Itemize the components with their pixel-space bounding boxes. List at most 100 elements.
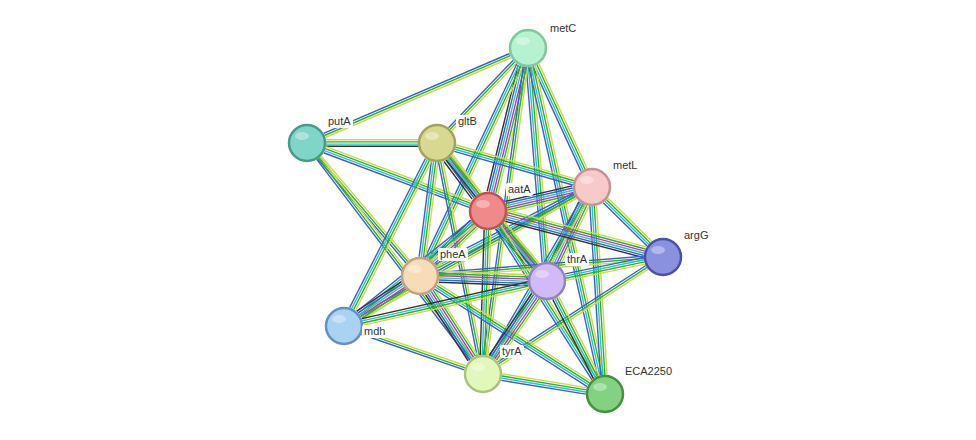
- node-circle: [400, 256, 440, 296]
- node-circle: [287, 123, 327, 163]
- protein-node: metC: [508, 28, 548, 68]
- evidence-strand: [531, 67, 547, 262]
- evidence-strand: [493, 296, 535, 358]
- node-label: gltB: [456, 115, 479, 128]
- evidence-strand: [363, 286, 529, 323]
- node-label: tyrA: [500, 345, 524, 358]
- protein-node: metL: [572, 167, 612, 207]
- node-label: metL: [611, 159, 639, 172]
- evidence-strand: [508, 211, 646, 247]
- node-highlight: [593, 383, 607, 391]
- evidence-strand: [326, 141, 418, 142]
- evidence-strand: [566, 264, 645, 280]
- evidence-strand: [449, 60, 514, 128]
- interaction-edge: [439, 271, 528, 285]
- evidence-strand: [590, 206, 601, 375]
- node-highlight: [580, 176, 594, 184]
- node-disc: [529, 263, 565, 299]
- evidence-strand: [608, 198, 652, 241]
- evidence-strand: [360, 287, 404, 316]
- node-highlight: [471, 363, 485, 371]
- interaction-edge: [495, 225, 597, 380]
- protein-node: argG: [643, 237, 683, 277]
- interaction-edge: [603, 198, 652, 246]
- evidence-strand: [439, 162, 478, 356]
- interaction-edge: [326, 140, 418, 147]
- interaction-edge: [434, 283, 591, 386]
- node-highlight: [476, 200, 490, 208]
- interaction-edge: [590, 206, 607, 375]
- evidence-strand: [362, 282, 528, 319]
- node-highlight: [425, 132, 439, 140]
- evidence-strand: [496, 299, 538, 361]
- node-label: ECA2250: [623, 365, 674, 378]
- node-highlight: [516, 37, 530, 45]
- evidence-strand: [507, 213, 645, 249]
- node-circle: [508, 28, 548, 68]
- evidence-strand: [498, 300, 540, 362]
- node-disc: [645, 239, 681, 275]
- node-disc: [587, 376, 623, 412]
- node-disc: [419, 125, 455, 161]
- evidence-strand: [555, 298, 596, 377]
- interaction-edge: [362, 282, 529, 325]
- node-circle: [463, 354, 503, 394]
- interaction-edge: [533, 64, 587, 171]
- evidence-strand: [507, 215, 645, 251]
- evidence-strand: [501, 380, 586, 394]
- evidence-strand: [326, 139, 418, 140]
- node-circle: [417, 123, 457, 163]
- evidence-strand: [495, 297, 537, 359]
- protein-node: thrA: [527, 261, 567, 301]
- evidence-strand: [456, 145, 574, 179]
- node-circle: [572, 167, 612, 207]
- protein-node: ECA2250: [585, 374, 625, 414]
- evidence-strand: [361, 334, 464, 370]
- node-highlight: [408, 265, 422, 273]
- protein-node: tyrA: [463, 354, 503, 394]
- node-circle: [527, 261, 567, 301]
- node-label: pheA: [438, 248, 468, 261]
- evidence-strand: [495, 229, 592, 380]
- protein-node: aatA: [468, 191, 508, 231]
- evidence-strand: [455, 149, 573, 183]
- evidence-strand: [559, 296, 600, 375]
- node-highlight: [651, 246, 665, 254]
- evidence-strand: [320, 157, 473, 358]
- node-label: thrA: [565, 253, 589, 266]
- evidence-strand: [358, 284, 402, 313]
- node-label: mdh: [362, 325, 387, 338]
- interaction-edge: [430, 220, 478, 267]
- evidence-strand: [553, 299, 594, 378]
- protein-node: putA: [287, 123, 327, 163]
- node-disc: [402, 258, 438, 294]
- interaction-edge: [489, 294, 541, 362]
- evidence-strand: [454, 151, 572, 185]
- node-highlight: [332, 315, 346, 323]
- evidence-strand: [321, 156, 409, 260]
- node-disc: [470, 193, 506, 229]
- node-disc: [510, 30, 546, 66]
- interaction-edge: [317, 157, 473, 360]
- node-highlight: [295, 132, 309, 140]
- interaction-edge: [439, 161, 482, 356]
- node-circle: [324, 306, 364, 346]
- node-label: metC: [548, 22, 578, 35]
- interaction-edge: [553, 296, 600, 378]
- evidence-strand: [363, 288, 529, 325]
- evidence-strand: [362, 284, 528, 321]
- interaction-edge: [454, 145, 574, 185]
- evidence-strand: [497, 228, 594, 379]
- node-disc: [289, 125, 325, 161]
- evidence-strand: [557, 297, 598, 376]
- node-label: putA: [326, 115, 353, 128]
- evidence-strand: [357, 282, 401, 311]
- evidence-strand: [506, 219, 644, 255]
- evidence-strand: [326, 143, 418, 144]
- evidence-strand: [326, 146, 418, 147]
- protein-node: pheA: [400, 256, 440, 296]
- node-disc: [574, 169, 610, 205]
- node-circle: [468, 191, 508, 231]
- node-label: argG: [682, 229, 710, 242]
- evidence-strand: [606, 200, 650, 243]
